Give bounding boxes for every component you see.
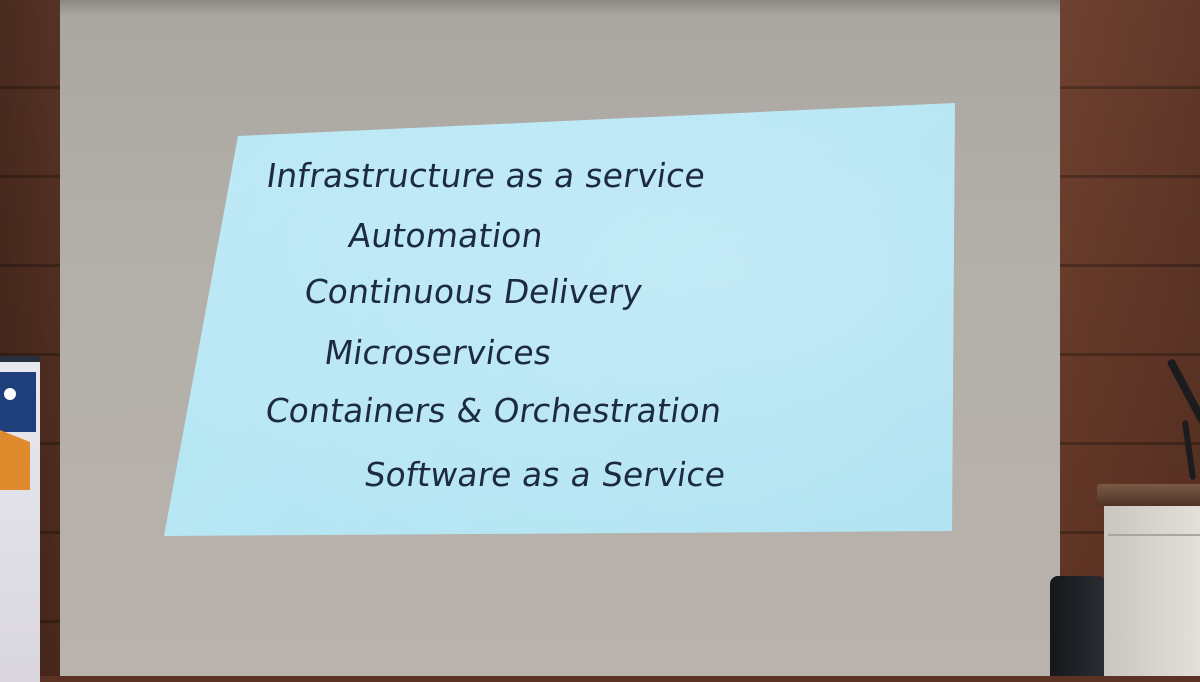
banner-navy-stripe bbox=[0, 372, 36, 432]
slide-line-automation: Automation bbox=[346, 216, 546, 255]
lectern-body bbox=[1104, 506, 1200, 676]
lectern-top bbox=[1097, 484, 1200, 506]
slide-line-infrastructure: Infrastructure as a service bbox=[264, 156, 709, 195]
banner-orange-stripe bbox=[0, 430, 30, 490]
banner-dot-icon bbox=[4, 388, 16, 400]
slide-line-containers: Containers & Orchestration bbox=[263, 391, 725, 430]
slide-line-microservices: Microservices bbox=[322, 333, 555, 372]
projection-screen-top-edge bbox=[60, 0, 1060, 16]
chair-back bbox=[1050, 576, 1106, 676]
slide-line-continuous-delivery: Continuous Delivery bbox=[302, 272, 646, 311]
slide-line-saas: Software as a Service bbox=[362, 455, 729, 494]
lectern-panel-line bbox=[1108, 534, 1200, 536]
